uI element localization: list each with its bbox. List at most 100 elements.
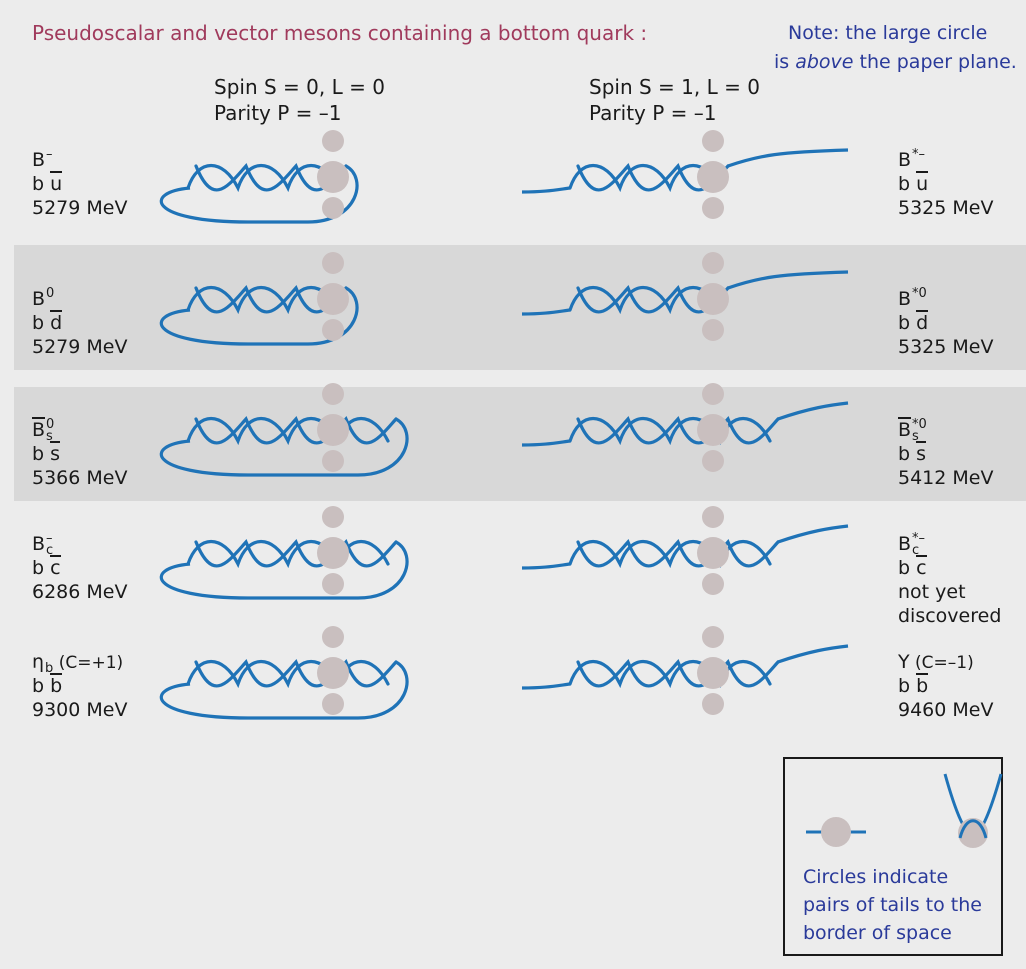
row5-left-quarks: b b — [32, 674, 62, 698]
row4-left-knot-strand-b — [194, 539, 398, 568]
right-spin-label: Spin S = 1, L = 0 — [589, 75, 760, 99]
row4-left-subscript: c — [46, 543, 54, 558]
row4-left-antiquark: c — [50, 557, 61, 579]
row1-right-symbol: B*– — [898, 148, 925, 172]
row3-right-knot-left-tail — [521, 439, 571, 447]
row2-right-knot-large-circle — [697, 283, 729, 315]
row2-left-superscript: 0 — [46, 286, 55, 301]
row5-left-knot-large-circle — [317, 657, 349, 689]
row4-right-superscript: *– — [912, 531, 926, 546]
row4-left-superscript: – — [46, 531, 53, 546]
row1-left-knot-large-circle — [317, 161, 349, 193]
note-line-2: is above the paper plane. — [774, 51, 1017, 73]
row4-right-knot-strand-b — [576, 539, 780, 568]
row1-right-knot-strand-a — [568, 163, 722, 193]
row1-left-knot-bottom-circle — [322, 197, 344, 219]
row4-left-quarks: b c — [32, 556, 61, 580]
row5-left-knot-strand-b — [194, 659, 398, 688]
row1-left-mass: 5279 MeV — [32, 197, 128, 219]
row4-right-quark-b: b — [898, 557, 917, 579]
row5-right-symbol: Y (C=–1) — [898, 650, 974, 675]
row4-left-symbol-letter: B — [32, 533, 46, 555]
row2-right-scripts: *0 — [912, 287, 927, 300]
row4-right-knot-top-circle — [702, 506, 724, 528]
row1-right-antiquark: u — [916, 173, 929, 195]
row5-left-symbol-letter: η — [32, 651, 45, 673]
row1-left-knot-strand-a — [186, 163, 340, 193]
row5-right-symbol-letter: Y — [898, 651, 910, 673]
row5-left-extra: (C=+1) — [53, 653, 124, 673]
row3-left-mass: 5366 MeV — [32, 467, 128, 489]
row2-left-knot-top-circle — [322, 252, 344, 274]
row5-right-knot-top-circle — [702, 626, 724, 648]
row2-left-knot-bottom-circle — [322, 319, 344, 341]
row2-right-knot-strand-b — [576, 285, 730, 314]
row4-right-knot-left-tail — [521, 562, 571, 570]
row2-left-mass: 5279 MeV — [32, 336, 128, 358]
row1-left-symbol: B– — [32, 148, 53, 172]
row1-left-symbol-letter: B — [32, 149, 46, 171]
row2-right-knot-top-circle — [702, 252, 724, 274]
row3-right-subscript: s — [912, 429, 919, 444]
note-line-1: Note: the large circle — [788, 22, 988, 44]
row2-right-antiquark: d — [916, 312, 929, 334]
row3-right-symbol-letter: B — [898, 419, 912, 441]
row1-right-superscript: *– — [912, 147, 926, 162]
page-title: Pseudoscalar and vector mesons containin… — [32, 21, 648, 45]
row3-left-knot-bottom-circle — [322, 450, 344, 472]
row2-left-quarks: b d — [32, 311, 62, 335]
row4-left-knot-outer-loop — [159, 540, 409, 600]
row3-right-mass: 5412 MeV — [898, 467, 994, 489]
row4-left-quark-b: b — [32, 557, 51, 579]
row2-right-quarks: b d — [898, 311, 928, 335]
row1-right-knot-large-circle — [697, 161, 729, 193]
row5-right-knot-right-tail — [777, 644, 849, 664]
row2-left-scripts: 0 — [46, 287, 54, 300]
row5-left-scripts: b — [45, 650, 53, 675]
row1-right-mass: 5325 MeV — [898, 197, 994, 219]
row4-left-mass: 6286 MeV — [32, 581, 128, 603]
row3-right-knot-top-circle — [702, 383, 724, 405]
row3-right-quark-b: b — [898, 443, 917, 465]
row3-right-quarks: b s — [898, 442, 926, 466]
row3-left-quarks: b s — [32, 442, 60, 466]
row4-right-symbol: B*–c — [898, 532, 925, 557]
row2-right-symbol: B*0 — [898, 287, 927, 311]
row2-left-knot-large-circle — [317, 283, 349, 315]
row5-right-extra: (C=–1) — [909, 653, 974, 673]
row1-left-antiquark: u — [50, 173, 63, 195]
row5-right-knot-left-tail — [521, 682, 571, 690]
row1-left-knot-top-circle — [322, 130, 344, 152]
row4-left-knot-top-circle — [322, 506, 344, 528]
row1-left-knot-outer-loop — [159, 164, 359, 224]
row3-right-antiquark: s — [916, 443, 927, 465]
row2-right-superscript: *0 — [912, 286, 927, 301]
row5-right-quarks: b b — [898, 674, 928, 698]
row3-right-superscript: *0 — [912, 417, 927, 432]
band-row-b0 — [14, 245, 1026, 370]
row4-right-subscript: c — [912, 543, 920, 558]
row4-right-knot-strand-a — [568, 539, 772, 569]
row5-right-knot-bottom-circle — [702, 693, 724, 715]
row1-left-superscript: – — [46, 147, 53, 162]
row2-right-symbol-letter: B — [898, 288, 912, 310]
row4-right-mass-line2: discovered — [898, 605, 1002, 627]
row3-left-superscript: 0 — [46, 417, 55, 432]
row2-left-knot-strand-b — [194, 285, 348, 314]
row2-right-knot-strand-a — [568, 285, 722, 315]
row3-right-knot-strand-a — [568, 416, 772, 446]
row2-right-knot-right-tail — [727, 270, 849, 290]
row1-right-scripts: *– — [912, 148, 925, 161]
row1-left-quark-b: b — [32, 173, 51, 195]
row2-left-symbol-letter: B — [32, 288, 46, 310]
row1-right-symbol-letter: B — [898, 149, 912, 171]
row1-right-knot-top-circle — [702, 130, 724, 152]
row1-left-scripts: – — [46, 148, 53, 161]
right-parity-label: Parity P = –1 — [589, 101, 717, 125]
row3-left-knot-outer-loop — [159, 417, 409, 477]
row5-right-knot-strand-b — [576, 659, 780, 688]
row5-left-subscript: b — [45, 661, 54, 676]
